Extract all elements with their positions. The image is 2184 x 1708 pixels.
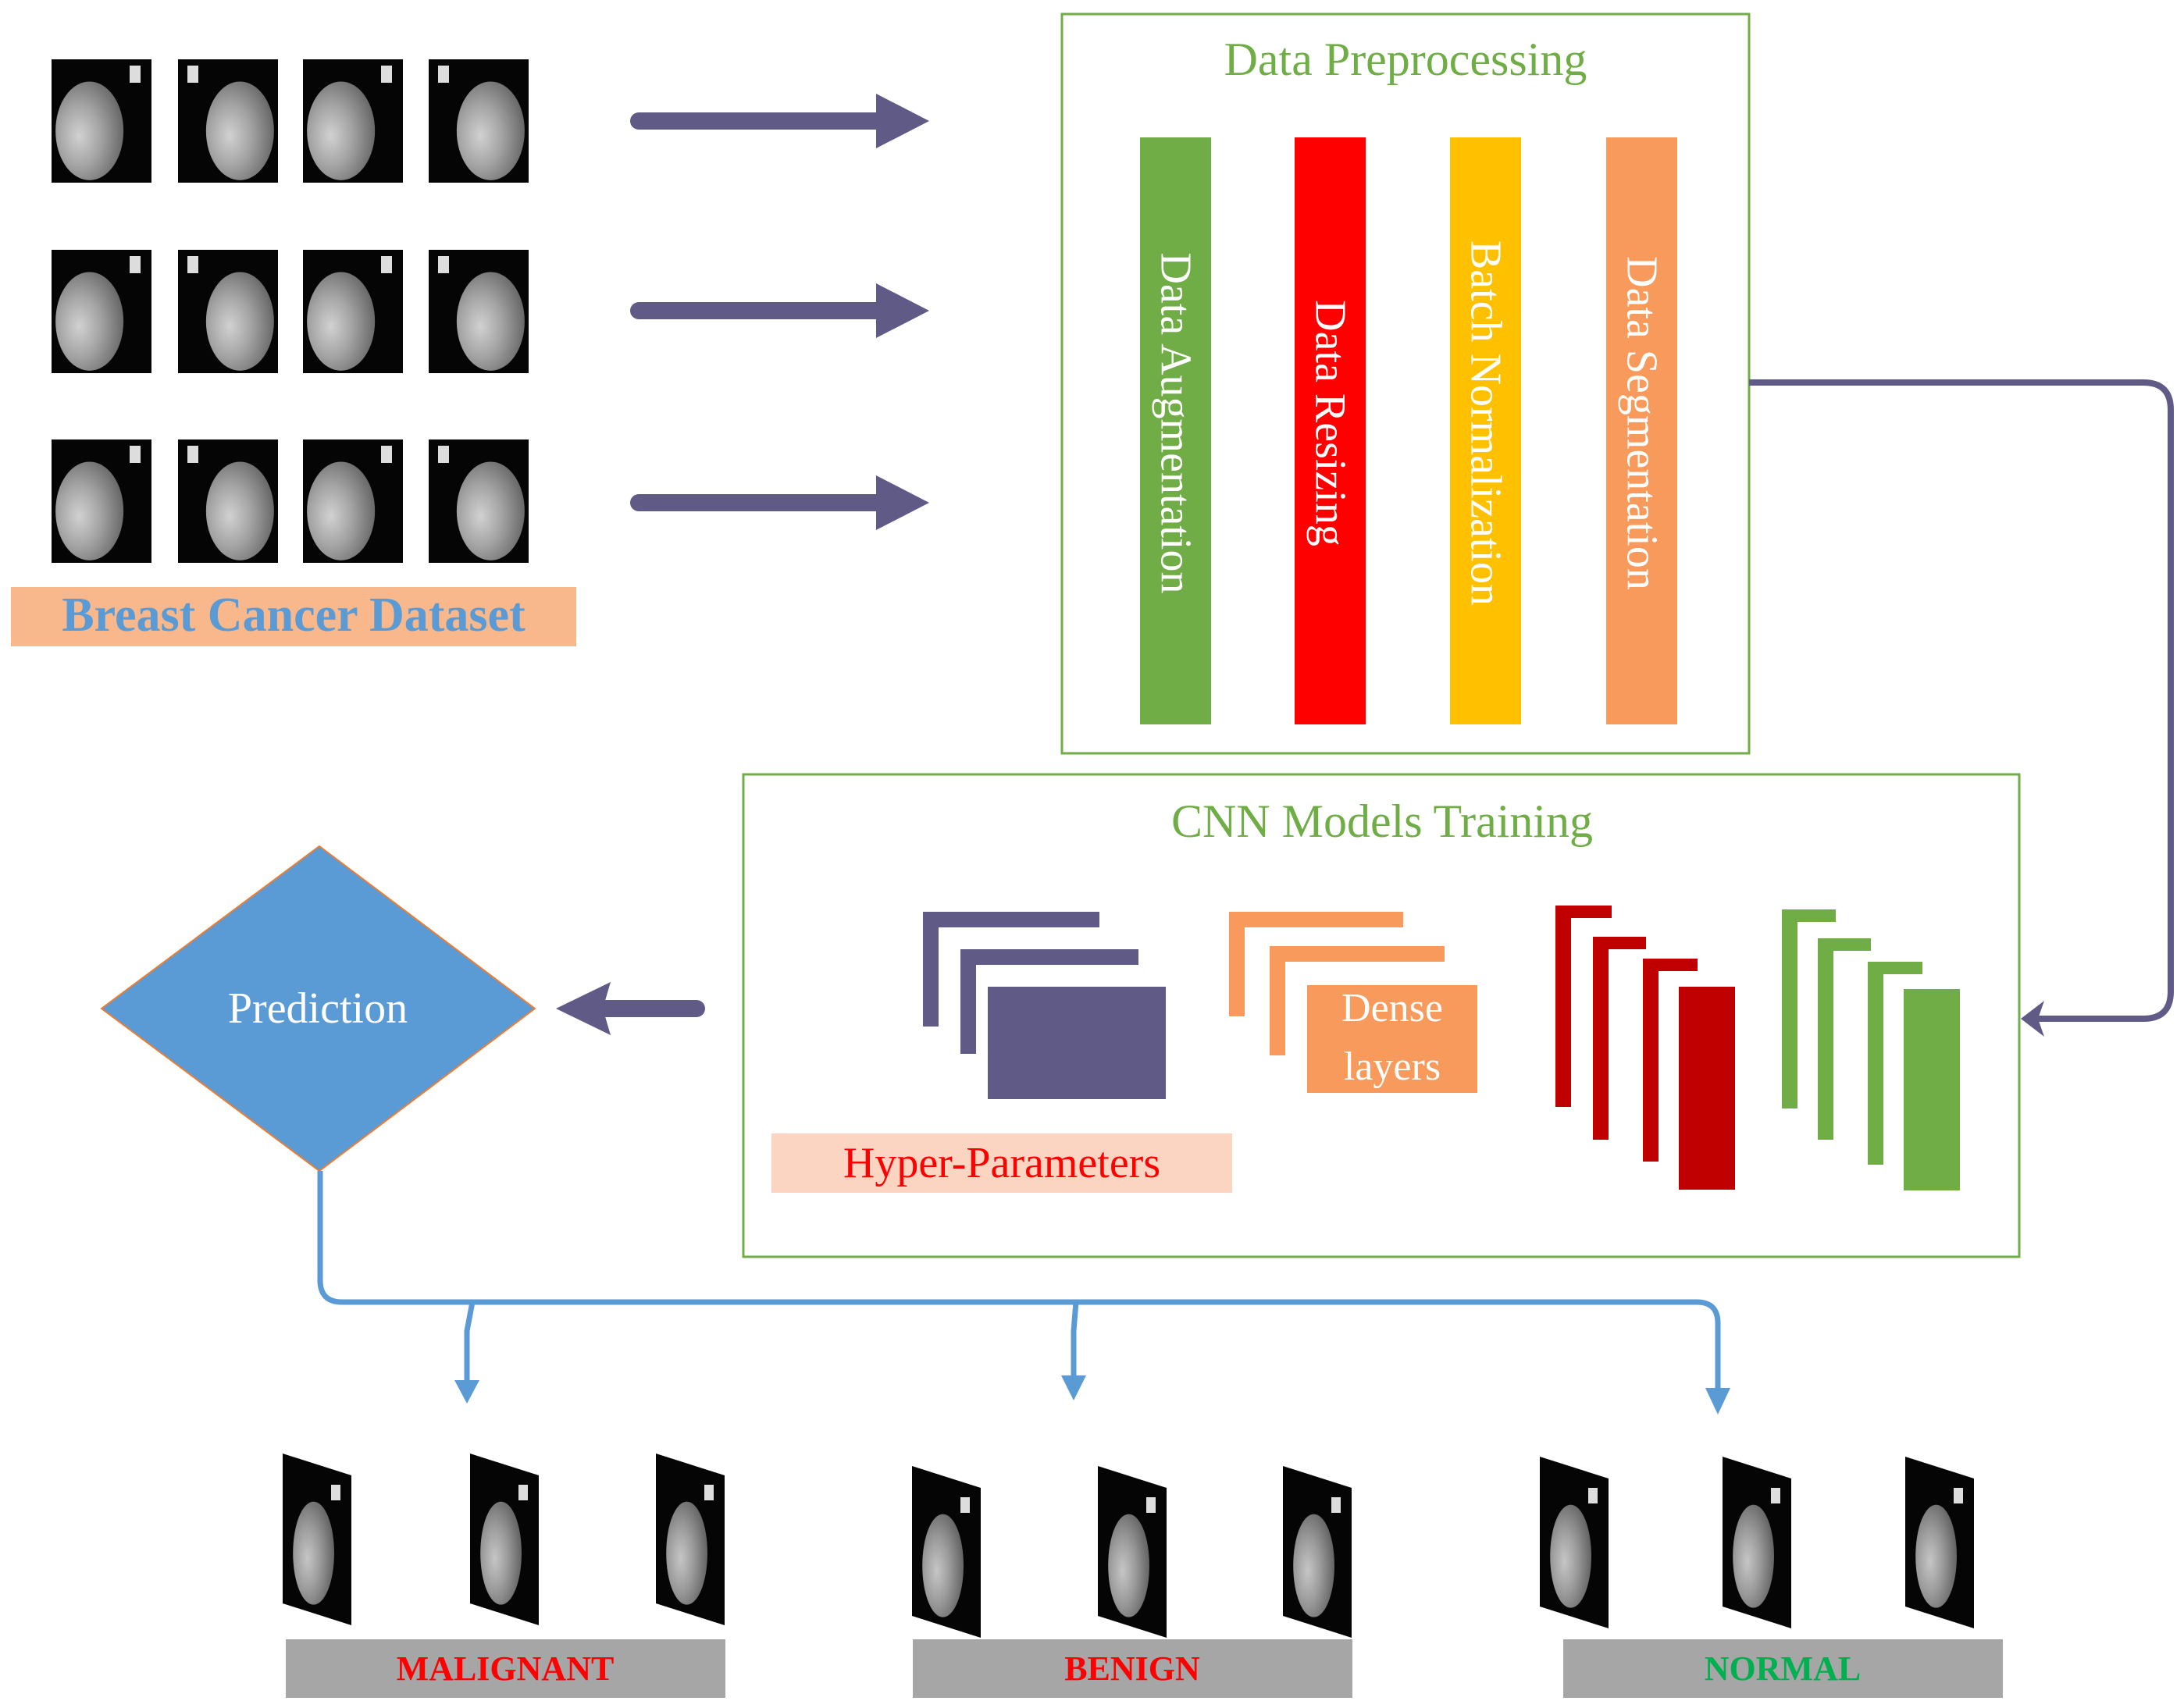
- dataset-thumbnail-6: [178, 250, 278, 373]
- normal-mammogram-3: [1905, 1457, 1974, 1628]
- normal-example-images: [1540, 1457, 1974, 1628]
- normal-bar: [1563, 1639, 2003, 1698]
- preprocessing-step-label: Batch Normalization: [1462, 240, 1510, 606]
- dataset-thumbnail-8: [429, 250, 529, 373]
- dataset-thumbnail-5: [52, 250, 151, 373]
- dataset-thumbnail-11: [303, 439, 403, 563]
- red-feature-map-stack-icon: [1555, 906, 1735, 1190]
- arrow-row-2: [630, 283, 929, 338]
- arrow-row-1: [630, 94, 929, 148]
- preprocessing-step-label: Data Segmentation: [1618, 256, 1666, 590]
- class-label-benign: BENIGN: [1064, 1649, 1200, 1688]
- dataset-thumbnail-12: [429, 439, 529, 563]
- prediction-decision: Prediction: [100, 845, 536, 1172]
- prediction-branch-connector: [317, 1171, 1721, 1393]
- malignant-mammogram-2: [470, 1454, 539, 1625]
- class-labels: MALIGNANT BENIGN NORMAL: [286, 1639, 2003, 1698]
- benign-mammogram-3: [1283, 1466, 1352, 1638]
- preprocessing-step-4: Data Segmentation: [1606, 137, 1677, 724]
- dataset-thumbnail-7: [303, 250, 403, 373]
- arrow-row-3: [630, 475, 929, 530]
- preprocessing-step-bar: [1295, 137, 1366, 724]
- conv-layer-stack-icon: [923, 912, 1166, 1099]
- dense-layers-label-line2: layers: [1344, 1044, 1441, 1089]
- malignant-example-images: [283, 1454, 725, 1625]
- hyper-parameters-label: Hyper-Parameters: [843, 1139, 1160, 1187]
- dense-layers-icon: Dense layers: [1229, 912, 1477, 1093]
- preprocessing-step-bar: [1450, 137, 1521, 724]
- dataset-thumbnail-2: [178, 59, 278, 183]
- preprocessing-step-1: Data Augmentation: [1140, 137, 1211, 724]
- dataset-thumbnail-9: [52, 439, 151, 563]
- benign-bar: [913, 1639, 1352, 1698]
- benign-mammogram-2: [1098, 1466, 1167, 1638]
- preprocessing-step-bar: [1140, 137, 1211, 724]
- malignant-arrowhead: [454, 1380, 479, 1404]
- malignant-mammogram-1: [283, 1454, 351, 1625]
- training-to-prediction-arrow: [556, 982, 705, 1035]
- preprocessing-step-label: Data Resizing: [1306, 300, 1355, 546]
- training-frame: [742, 773, 2021, 1258]
- normal-mammogram-2: [1723, 1457, 1791, 1628]
- dataset-label-bg: [11, 587, 576, 646]
- dataset-thumbnail-3: [303, 59, 403, 183]
- dense-layers-label-line1: Dense: [1341, 986, 1443, 1030]
- dataset-thumbnail-1: [52, 59, 151, 183]
- preprocessing-steps: Data Augmentation Data Resizing Batch Norm…: [1140, 137, 1677, 724]
- class-label-malignant: MALIGNANT: [397, 1649, 615, 1688]
- preprocessing-step-label: Data Augmentation: [1152, 252, 1200, 593]
- dataset-thumbnail-10: [178, 439, 278, 563]
- preprocessing-step-bar: [1606, 137, 1677, 724]
- normal-mammogram-1: [1540, 1457, 1609, 1628]
- class-mammogram-groups: [283, 1454, 1974, 1638]
- prediction-label: Prediction: [228, 984, 408, 1033]
- preprocessing-to-training-connector: [1749, 379, 2174, 1037]
- class-label-normal: NORMAL: [1705, 1649, 1861, 1688]
- benign-arrowhead: [1061, 1375, 1086, 1400]
- dataset-label: Breast Cancer Dataset: [11, 587, 576, 646]
- dataset-label-text: Breast Cancer Dataset: [62, 589, 526, 642]
- training-panel: CNN Models Training Dense layers: [742, 773, 2021, 1258]
- malignant-bar: [286, 1639, 725, 1698]
- preprocessing-title: Data Preprocessing: [1224, 34, 1587, 85]
- dataset-thumbnail-4: [429, 59, 529, 183]
- green-feature-map-stack-icon: [1782, 909, 1960, 1190]
- normal-arrowhead: [1705, 1388, 1730, 1414]
- benign-example-images: [912, 1466, 1352, 1638]
- prediction-branch-arrowheads: [454, 1375, 1730, 1414]
- preprocessing-step-3: Batch Normalization: [1450, 137, 1521, 724]
- dataset-mammogram-grid: [52, 59, 529, 563]
- malignant-mammogram-3: [656, 1454, 725, 1625]
- preprocessing-step-2: Data Resizing: [1295, 137, 1366, 724]
- training-title: CNN Models Training: [1171, 795, 1593, 847]
- dataset-to-preprocessing-arrows: [630, 94, 929, 530]
- benign-mammogram-1: [912, 1466, 981, 1638]
- hyper-parameters-label-bg: [771, 1133, 1232, 1193]
